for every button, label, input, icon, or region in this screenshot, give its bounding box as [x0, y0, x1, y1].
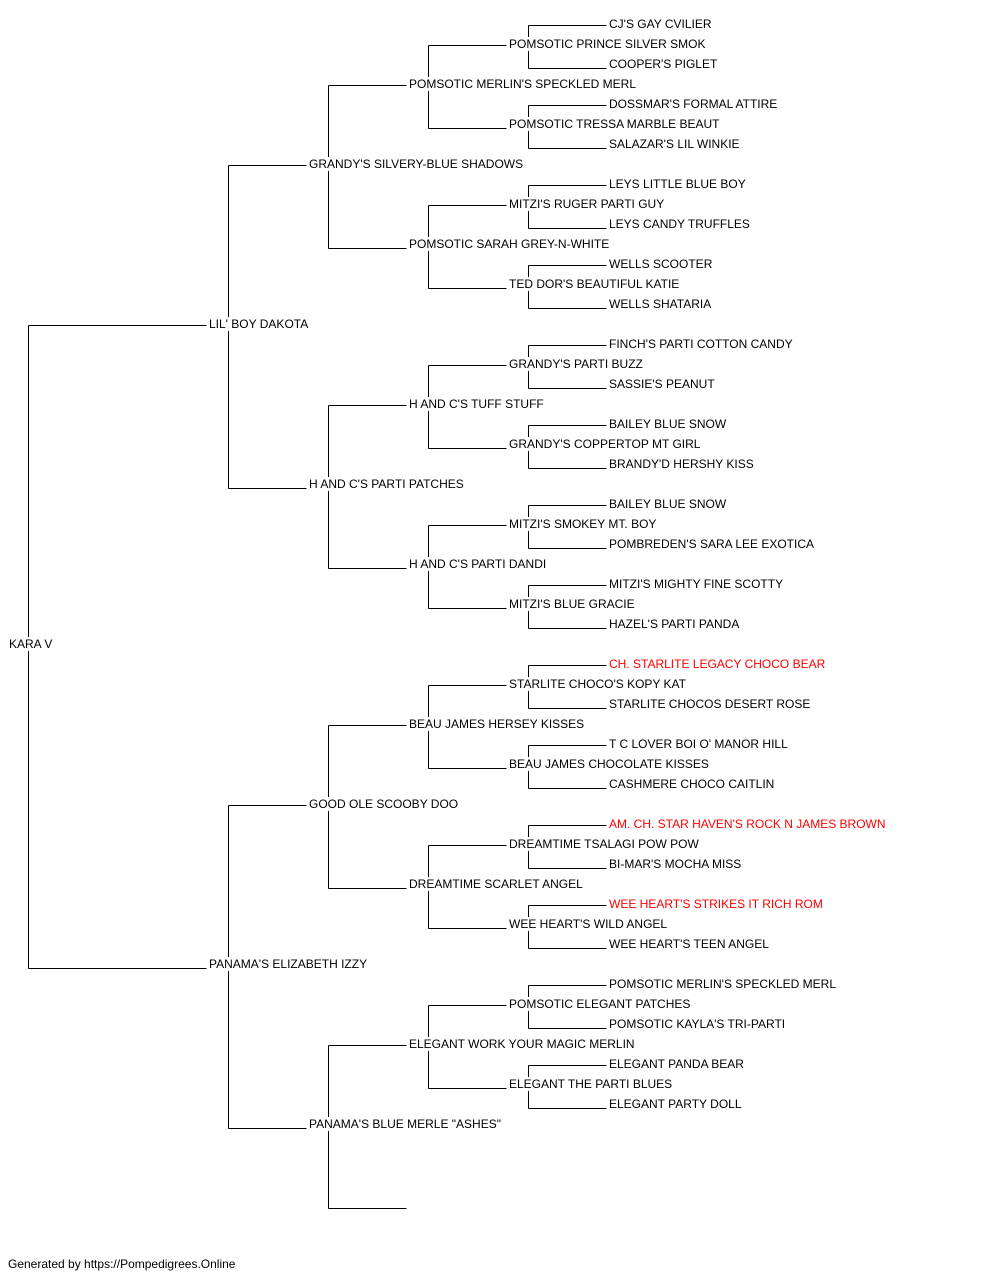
dog-name-gen5: BAILEY BLUE SNOW — [608, 417, 728, 431]
dog-name-gen5: MITZI'S MIGHTY FINE SCOTTY — [608, 577, 785, 591]
dog-name-gen5: WELLS SHATARIA — [608, 297, 713, 311]
dog-name-gen5: LEYS LITTLE BLUE BOY — [608, 177, 747, 191]
dog-name-gen0: KARA V — [8, 637, 54, 651]
dog-name-gen5: POMSOTIC KAYLA'S TRI-PARTI — [608, 1017, 787, 1031]
dog-name-gen4: GRANDY'S PARTI BUZZ — [508, 357, 644, 371]
dog-name-gen3: POMSOTIC MERLIN'S SPECKLED MERL — [408, 77, 638, 91]
dog-name-gen4: GRANDY'S COPPERTOP MT GIRL — [508, 437, 702, 451]
dog-name-gen4: WEE HEART'S WILD ANGEL — [508, 917, 669, 931]
dog-name-gen5: LEYS CANDY TRUFFLES — [608, 217, 751, 231]
dog-name-gen5: STARLITE CHOCOS DESERT ROSE — [608, 697, 812, 711]
dog-name-gen5: FINCH'S PARTI COTTON CANDY — [608, 337, 794, 351]
dog-name-gen5: POMSOTIC MERLIN'S SPECKLED MERL — [608, 977, 838, 991]
dog-name-gen3: H AND C'S PARTI DANDI — [408, 557, 548, 571]
dog-name-gen4: MITZI'S SMOKEY MT. BOY — [508, 517, 658, 531]
dog-name-gen2: H AND C'S PARTI PATCHES — [308, 477, 465, 491]
dog-name-gen3: POMSOTIC SARAH GREY-N-WHITE — [408, 237, 611, 251]
dog-name-gen4: MITZI'S BLUE GRACIE — [508, 597, 636, 611]
dog-name-gen5: SALAZAR'S LIL WINKIE — [608, 137, 741, 151]
dog-name-gen5: WELLS SCOOTER — [608, 257, 714, 271]
dog-name-gen4: BEAU JAMES CHOCOLATE KISSES — [508, 757, 710, 771]
dog-name-gen3: ELEGANT WORK YOUR MAGIC MERLIN — [408, 1037, 636, 1051]
dog-name-gen2: PANAMA'S BLUE MERLE "ASHES" — [308, 1117, 502, 1131]
dog-name-gen1: PANAMA'S ELIZABETH IZZY — [208, 957, 369, 971]
footer-credit: Generated by https://Pompedigrees.Online — [8, 1257, 236, 1271]
dog-name-gen1: LIL' BOY DAKOTA — [208, 317, 310, 331]
dog-name-gen2: GRANDY'S SILVERY-BLUE SHADOWS — [308, 157, 525, 171]
dog-name-gen4: POMSOTIC TRESSA MARBLE BEAUT — [508, 117, 721, 131]
dog-name-gen4: TED DOR'S BEAUTIFUL KATIE — [508, 277, 681, 291]
dog-name-gen5: AM. CH. STAR HAVEN'S ROCK N JAMES BROWN — [608, 817, 887, 831]
dog-name-gen3: DREAMTIME SCARLET ANGEL — [408, 877, 584, 891]
dog-name-gen5: BI-MAR'S MOCHA MISS — [608, 857, 743, 871]
dog-name-gen3: H AND C'S TUFF STUFF — [408, 397, 545, 411]
dog-name-gen5: ELEGANT PANDA BEAR — [608, 1057, 745, 1071]
dog-name-gen5: CJ'S GAY CVILIER — [608, 17, 713, 31]
dog-name-gen5: ELEGANT PARTY DOLL — [608, 1097, 743, 1111]
dog-name-gen5: POMBREDEN'S SARA LEE EXOTICA — [608, 537, 816, 551]
dog-name-gen5: COOPER'S PIGLET — [608, 57, 719, 71]
dog-name-gen2: GOOD OLE SCOOBY DOO — [308, 797, 460, 811]
dog-name-gen5: CH. STARLITE LEGACY CHOCO BEAR — [608, 657, 827, 671]
dog-name-gen5: DOSSMAR'S FORMAL ATTIRE — [608, 97, 779, 111]
dog-name-gen4: ELEGANT THE PARTI BLUES — [508, 1077, 674, 1091]
dog-name-gen5: HAZEL'S PARTI PANDA — [608, 617, 741, 631]
dog-name-gen5: BRANDY'D HERSHY KISS — [608, 457, 755, 471]
dog-name-gen5: T C LOVER BOI O' MANOR HILL — [608, 737, 789, 751]
dog-name-gen5: WEE HEART'S TEEN ANGEL — [608, 937, 770, 951]
dog-name-gen5: CASHMERE CHOCO CAITLIN — [608, 777, 776, 791]
dog-name-gen5: WEE HEART'S STRIKES IT RICH ROM — [608, 897, 824, 911]
dog-name-gen4: POMSOTIC ELEGANT PATCHES — [508, 997, 692, 1011]
dog-name-gen4: DREAMTIME TSALAGI POW POW — [508, 837, 700, 851]
dog-name-gen5: SASSIE'S PEANUT — [608, 377, 716, 391]
dog-name-gen5: BAILEY BLUE SNOW — [608, 497, 728, 511]
dog-name-gen3: BEAU JAMES HERSEY KISSES — [408, 717, 586, 731]
dog-name-gen4: STARLITE CHOCO'S KOPY KAT — [508, 677, 687, 691]
dog-name-gen4: POMSOTIC PRINCE SILVER SMOK — [508, 37, 707, 51]
dog-name-gen4: MITZI'S RUGER PARTI GUY — [508, 197, 666, 211]
